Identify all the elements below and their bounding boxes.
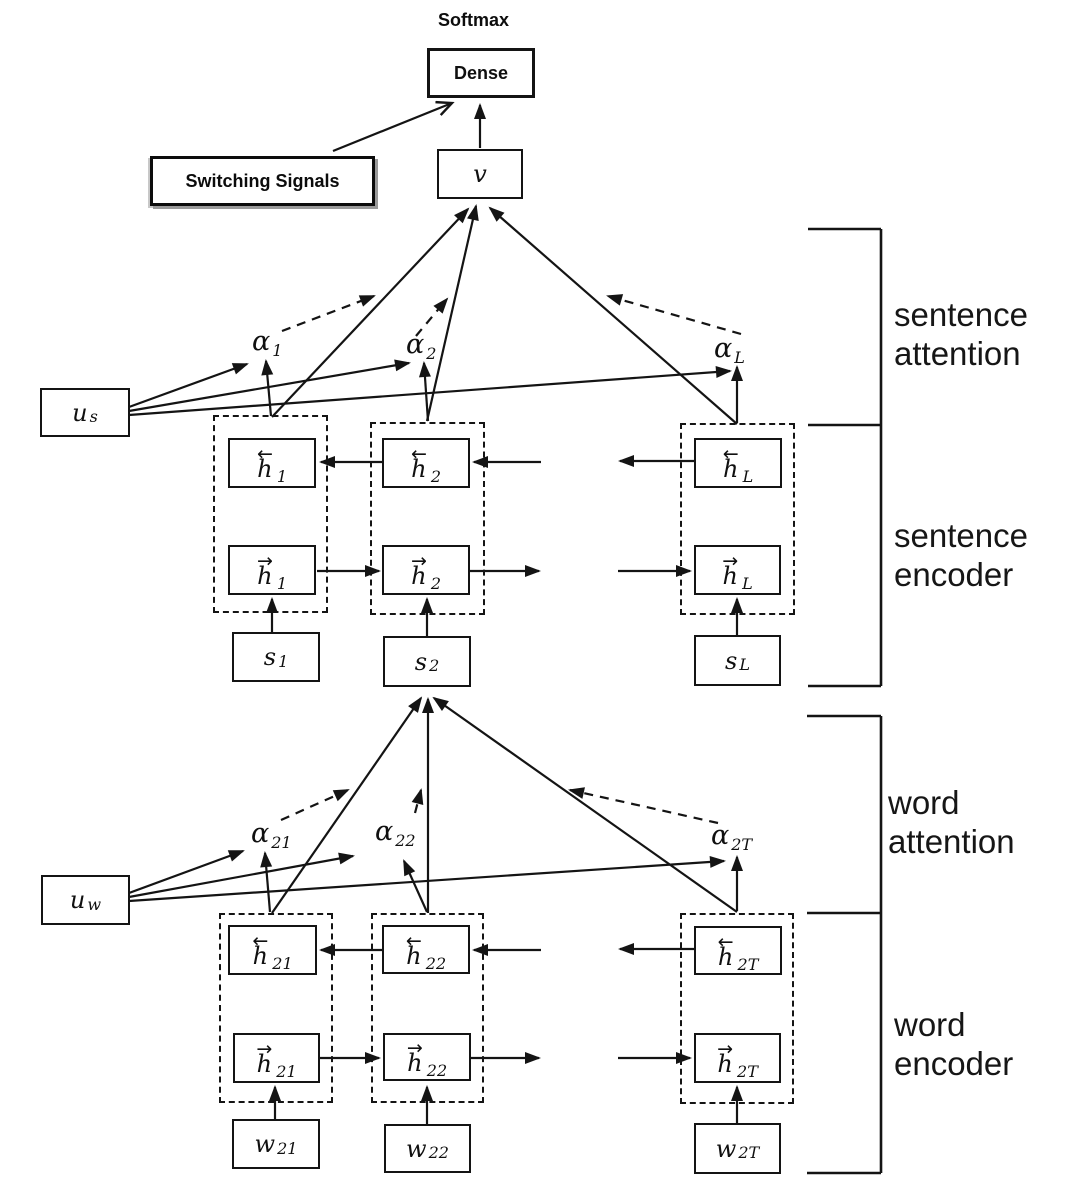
us-label: u — [72, 398, 88, 427]
sentence-encoder-label: sentence encoder — [894, 517, 1028, 593]
dense-box-label: Dense — [453, 62, 509, 83]
uw-label: u — [69, 886, 86, 914]
section-brackets — [807, 227, 883, 1175]
v-box: v — [437, 149, 523, 199]
right-arrow-icon: → — [722, 550, 739, 572]
right-arrow-icon: → — [410, 550, 427, 572]
dense-box: Dense — [427, 48, 535, 98]
word-group-21 — [219, 913, 333, 1103]
switching-signals-box: Switching Signals — [150, 156, 375, 206]
v-box-label: v — [473, 160, 487, 188]
left-arrow-icon: ← — [252, 930, 269, 952]
word-attention-label: word attention — [888, 784, 1015, 860]
softmax-label: Softmax — [438, 10, 510, 30]
sentence-group-2 — [370, 422, 485, 615]
left-arrow-icon: ← — [717, 930, 734, 953]
word-group-2T — [680, 913, 794, 1104]
word-encoder-label: word encoder — [894, 1006, 1014, 1082]
left-arrow-icon: ← — [410, 443, 427, 465]
right-arrow-icon: → — [717, 1038, 734, 1060]
sentence-attention-label: sentence attention — [894, 296, 1028, 372]
word-group-22 — [371, 913, 484, 1103]
left-arrow-icon: ← — [722, 443, 739, 465]
switching-signals-label: Switching Signals — [185, 170, 340, 191]
left-arrow-icon: ← — [256, 443, 273, 465]
sentence-group-L — [680, 423, 795, 615]
left-arrow-icon: ← — [405, 929, 422, 952]
right-arrow-icon: → — [406, 1037, 423, 1059]
right-arrow-icon: → — [256, 550, 273, 572]
right-arrow-icon: → — [256, 1038, 273, 1060]
